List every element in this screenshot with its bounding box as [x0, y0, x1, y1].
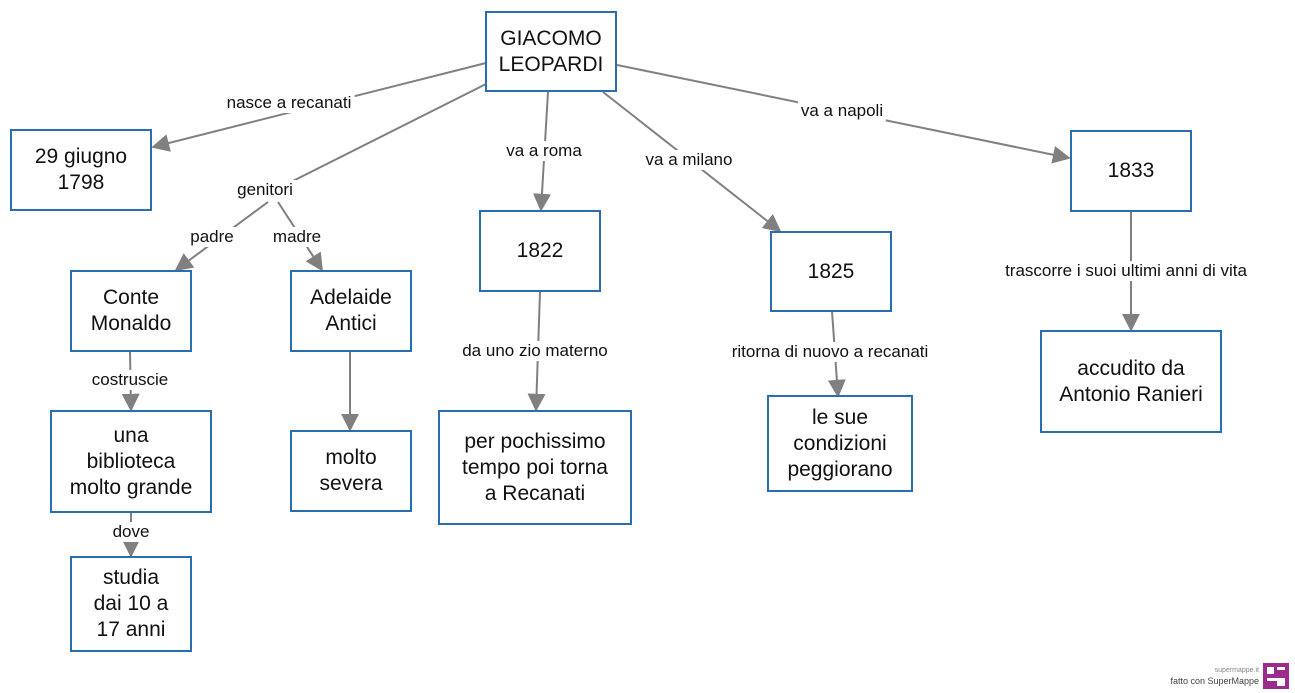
- branding-site: supermappe.it: [1214, 667, 1259, 674]
- node-birth-date[interactable]: 29 giugno 1798: [10, 129, 152, 211]
- label-nasce: nasce a recanati: [223, 93, 355, 113]
- connector-genitori: [274, 83, 487, 191]
- node-biblioteca[interactable]: una biblioteca molto grande: [50, 410, 212, 513]
- node-molto-severa[interactable]: molto severa: [290, 430, 412, 512]
- branding-made-with: fatto con SuperMappe: [1170, 676, 1259, 686]
- label-milano: va a milano: [642, 150, 736, 170]
- node-adelaide-antici[interactable]: Adelaide Antici: [290, 270, 412, 352]
- label-ritorna: ritorna di nuovo a recanati: [728, 342, 932, 362]
- node-1833[interactable]: 1833: [1070, 130, 1192, 212]
- label-zio: da uno zio materno: [459, 341, 611, 361]
- label-trascorre: trascorre i suoi ultimi anni di vita: [1002, 261, 1250, 281]
- label-roma: va a roma: [503, 141, 585, 161]
- label-genitori: genitori: [234, 180, 296, 200]
- label-padre: padre: [187, 227, 237, 247]
- branding[interactable]: supermappe.it fatto con SuperMappe: [1170, 663, 1289, 689]
- branding-text: supermappe.it fatto con SuperMappe: [1170, 665, 1259, 687]
- supermappe-logo-icon: [1263, 663, 1289, 689]
- node-1825[interactable]: 1825: [770, 231, 892, 312]
- node-condizioni[interactable]: le sue condizioni peggiorano: [767, 395, 913, 492]
- label-costruscie: costruscie: [88, 370, 172, 390]
- node-ranieri[interactable]: accudito da Antonio Ranieri: [1040, 330, 1222, 433]
- node-studia[interactable]: studia dai 10 a 17 anni: [70, 556, 192, 652]
- label-madre: madre: [269, 227, 325, 247]
- node-giacomo-leopardi[interactable]: GIACOMO LEOPARDI: [485, 11, 617, 92]
- label-dove: dove: [109, 522, 153, 542]
- label-napoli: va a napoli: [797, 101, 887, 121]
- node-pochissimo-tempo[interactable]: per pochissimo tempo poi torna a Recanat…: [438, 410, 632, 525]
- node-conte-monaldo[interactable]: Conte Monaldo: [70, 270, 192, 352]
- node-1822[interactable]: 1822: [479, 210, 601, 292]
